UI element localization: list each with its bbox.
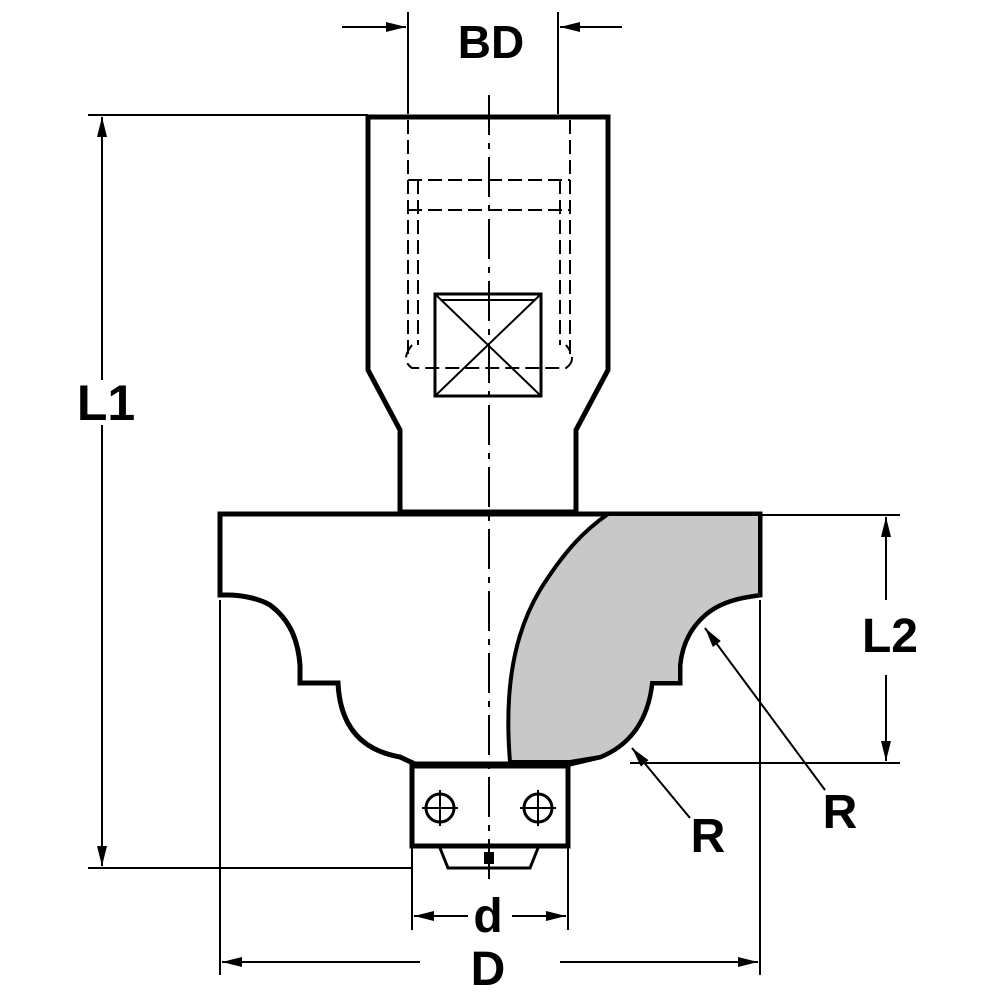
l1-dimension [88,114,412,869]
D-label: D [471,943,506,996]
d-dimension [411,848,569,930]
radius-upper-label: R [823,786,858,839]
cutter-face [506,512,762,764]
D-dimension [219,600,761,975]
d-label: d [473,890,502,943]
bd-dimension [342,12,622,114]
l2-label: L2 [862,610,918,663]
bd-label: BD [458,16,524,68]
radius-lower-label: R [691,810,726,863]
radius-upper-leader [704,627,826,791]
l2-dimension [630,514,900,764]
l1-label: L1 [77,375,135,431]
radius-lower-leader [631,747,691,819]
